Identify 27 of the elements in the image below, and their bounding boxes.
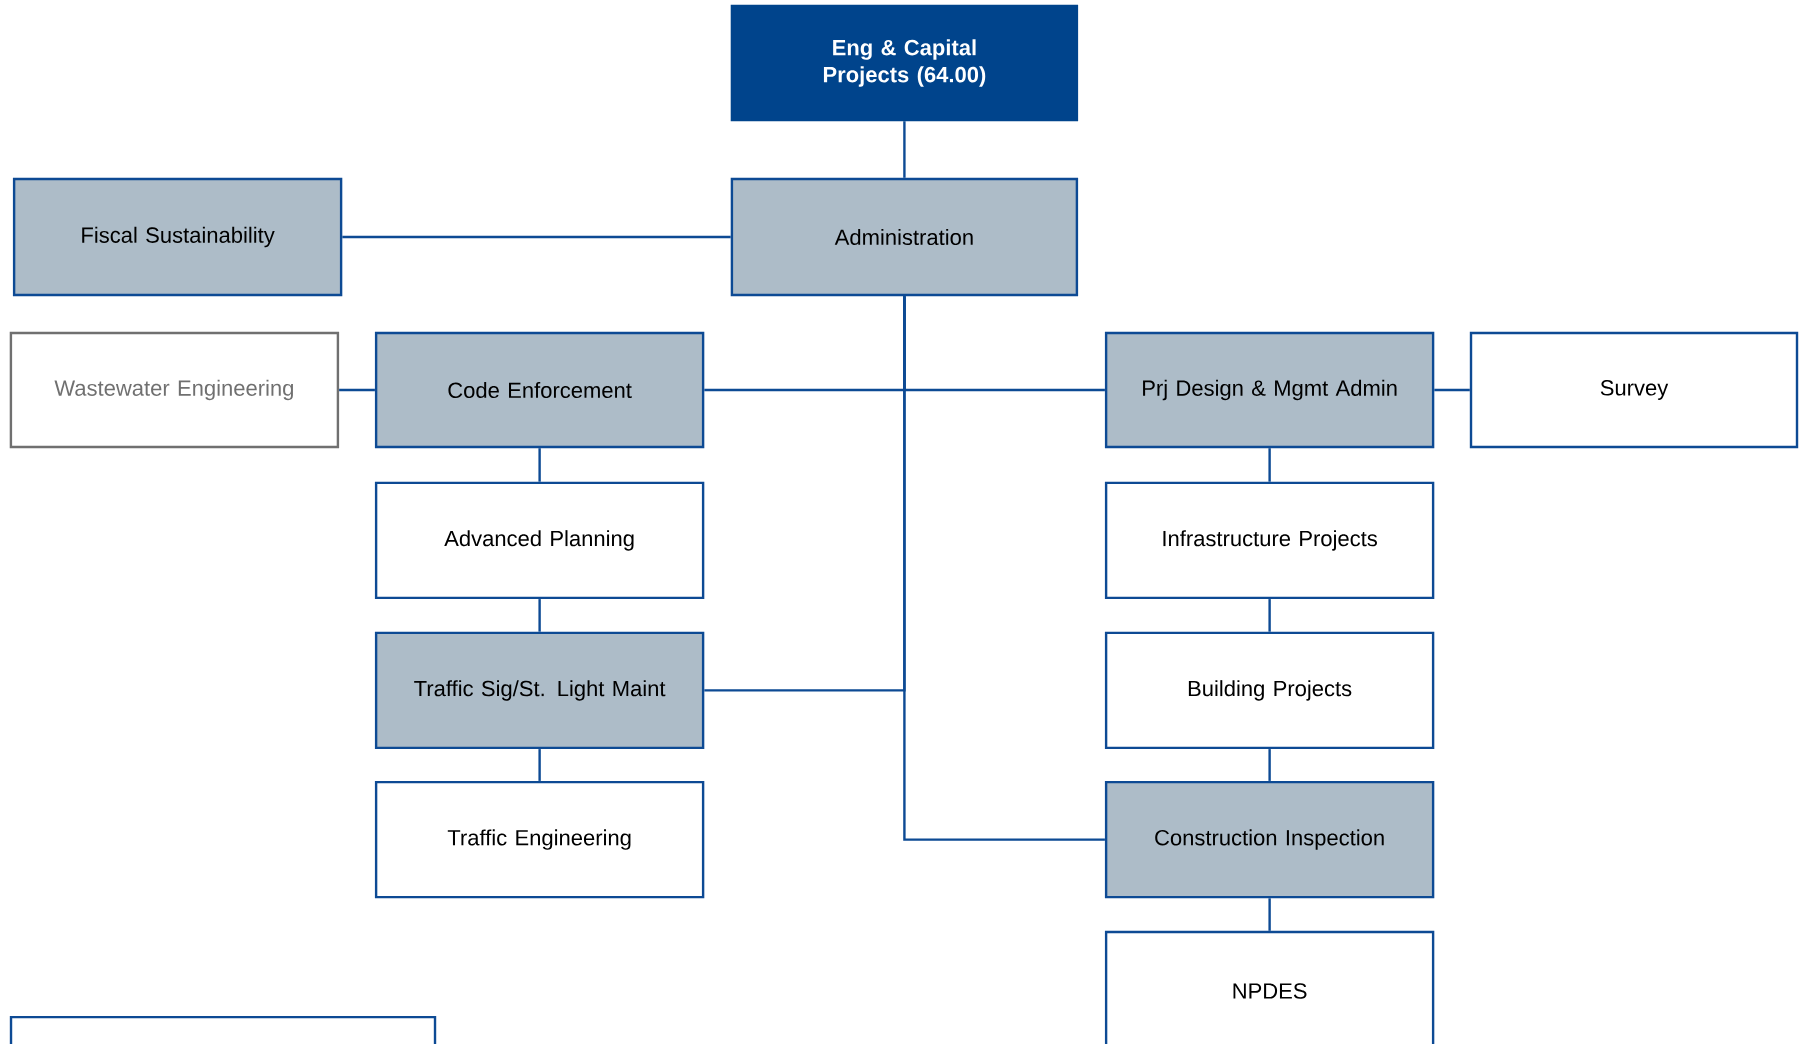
connector-line [1268,749,1271,781]
connector-line [538,749,541,781]
connector-line [342,235,731,239]
unit-box: Infrastructure Projects [1104,481,1435,600]
connector-line [903,296,1105,841]
connector-line [1268,448,1271,482]
unit-box: Code Enforcement [374,331,705,449]
connector-line [1268,599,1271,632]
unit-box: Construction Inspection [1104,780,1435,899]
connector-line [339,388,375,392]
unit-box: Fiscal Sustainability [12,177,343,297]
connector-line [538,599,541,632]
unit-box: Wastewater Engineering [9,331,340,449]
unit-box: Survey [1469,331,1799,449]
connector-line [538,448,541,482]
unit-box: NPDES [1104,930,1435,1044]
empty-box [9,1015,437,1044]
unit-box: Advanced Planning [374,481,705,600]
connector-line [903,121,906,178]
unit-box: Prj Design & Mgmt Admin [1104,331,1435,449]
connector-line [1434,388,1470,392]
title-box: Eng & Capital Projects (64.00) [730,4,1079,122]
unit-box: Traffic Engineering [374,780,705,899]
unit-box: Building Projects [1104,631,1435,750]
connector-line [1268,898,1271,931]
unit-box: Administration [730,177,1079,297]
unit-box: Traffic Sig/St. Light Maint [374,631,705,750]
